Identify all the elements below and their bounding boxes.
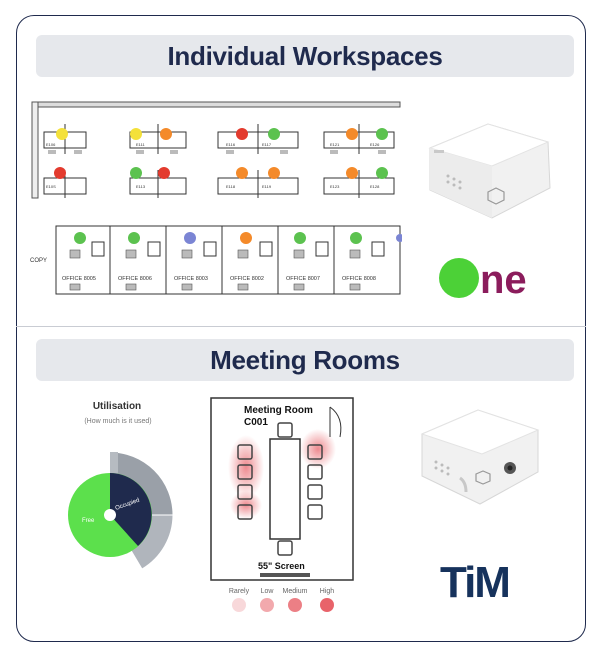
desk-label: E118 xyxy=(226,184,236,189)
desk-status-dot xyxy=(56,128,68,140)
desk-floorplan: E106 E111 E116 E117 E121 E126 E10S E113 … xyxy=(31,101,401,199)
legend-label: Rarely xyxy=(228,588,250,595)
desk-sensor-device xyxy=(428,123,551,219)
legend-item-high: High xyxy=(310,588,344,612)
legend-dot xyxy=(232,598,246,612)
legend-item-low: Low xyxy=(250,588,284,612)
desk-label: E128 xyxy=(370,184,380,189)
desk-status-dot xyxy=(158,167,170,179)
desk-status-dot xyxy=(54,167,66,179)
desk-status-dot xyxy=(130,128,142,140)
desk-label: E106 xyxy=(46,142,56,147)
meeting-room-plan: Meeting Room C001 55" Screen xyxy=(210,397,354,581)
desk-status-dot xyxy=(130,167,142,179)
desk-status-dot xyxy=(236,167,248,179)
desk-status-dot xyxy=(346,128,358,140)
desk-label: E123 xyxy=(330,184,340,189)
office-label: OFFICE 8008 xyxy=(342,276,376,282)
desk-label: E111 xyxy=(136,142,146,147)
section-divider xyxy=(16,326,586,327)
office-status-dot xyxy=(184,232,196,244)
one-logo: ne xyxy=(439,258,527,301)
copy-room-label: COPY xyxy=(30,258,47,264)
desk-label: E126 xyxy=(370,142,380,147)
meeting-room-code: C001 xyxy=(244,417,268,428)
office-status-dot xyxy=(396,234,402,242)
desk-status-dot xyxy=(346,167,358,179)
workspaces-banner: Individual Workspaces xyxy=(36,35,574,77)
screen-label: 55" Screen xyxy=(258,561,305,571)
meeting-sensor-device xyxy=(420,409,540,505)
desk-label: E121 xyxy=(330,142,340,147)
office-status-dot xyxy=(350,232,362,244)
office-label: OFFICE 8002 xyxy=(230,276,264,282)
office-label: OFFICE 8007 xyxy=(286,276,320,282)
desk-label: E10S xyxy=(46,184,56,189)
legend-dot xyxy=(260,598,274,612)
desk-label: E113 xyxy=(136,184,146,189)
utilisation-sunburst: Free Occupied xyxy=(68,451,174,570)
desk-status-dot xyxy=(268,128,280,140)
desk-status-dot xyxy=(160,128,172,140)
meeting-banner: Meeting Rooms xyxy=(36,339,574,381)
legend-dot xyxy=(288,598,302,612)
tim-logo: TiM xyxy=(440,558,511,607)
office-floorplan: COPY OFFICE 8005 OFFICE 8006 OFFICE 8003… xyxy=(30,225,402,295)
office-status-dot xyxy=(294,232,306,244)
utilisation-title: Utilisation xyxy=(92,401,142,412)
legend-label: Medium xyxy=(282,588,308,595)
legend-item-rarely: Rarely xyxy=(222,588,256,612)
desk-status-dot xyxy=(268,167,280,179)
office-status-dot xyxy=(240,232,252,244)
legend-item-medium: Medium xyxy=(278,588,312,612)
utilisation-subtitle: (How much is it used) xyxy=(84,418,152,425)
office-status-dot xyxy=(74,232,86,244)
legend-label: High xyxy=(319,588,335,595)
workspaces-title: Individual Workspaces xyxy=(167,40,443,71)
desk-status-dot xyxy=(376,128,388,140)
occupied-segment xyxy=(110,473,152,546)
desk-label: E119 xyxy=(262,184,272,189)
office-label: OFFICE 8006 xyxy=(118,276,152,282)
legend-label: Low xyxy=(260,588,274,595)
meeting-title: Meeting Rooms xyxy=(210,344,400,375)
one-logo-circle-icon xyxy=(439,258,479,298)
meeting-room-name: Meeting Room xyxy=(244,405,313,416)
one-logo-text: ne xyxy=(480,258,527,301)
legend-dot xyxy=(320,598,334,612)
desk-label: E117 xyxy=(262,142,272,147)
office-status-dot xyxy=(128,232,140,244)
meeting-table xyxy=(269,438,301,540)
desk-status-dot xyxy=(236,128,248,140)
desk-label: E116 xyxy=(226,142,236,147)
office-label: OFFICE 8005 xyxy=(62,276,96,282)
desk-status-dot xyxy=(376,167,388,179)
office-label: OFFICE 8003 xyxy=(174,276,208,282)
free-label: Free xyxy=(82,518,95,524)
